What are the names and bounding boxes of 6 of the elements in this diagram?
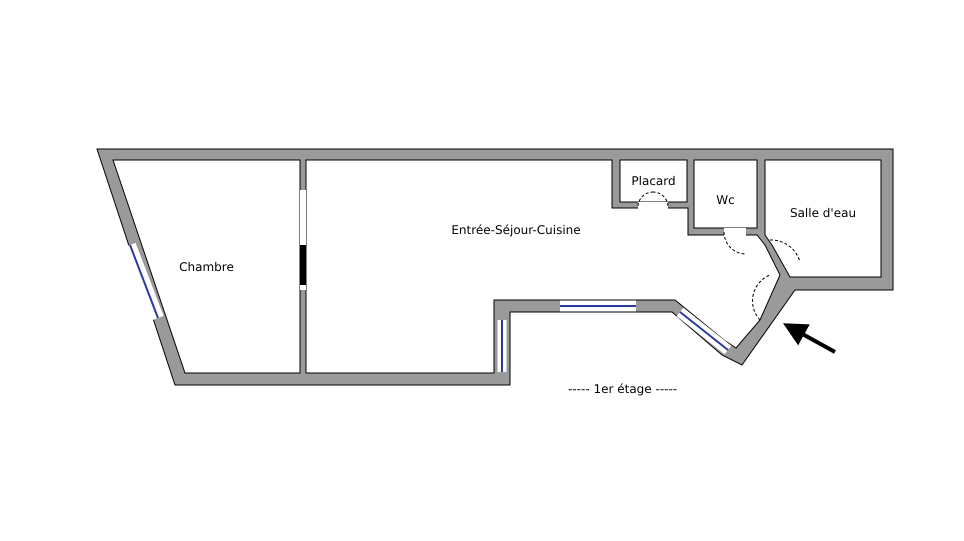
- room-name: Entrée-Séjour-Cuisine: [451, 223, 581, 237]
- floor-label: ----- 1er étage -----: [568, 382, 678, 396]
- room-name: Placard: [631, 174, 676, 188]
- room-name: Wc: [716, 193, 735, 207]
- room-name: Salle d'eau: [790, 206, 856, 220]
- room-name: Chambre: [179, 260, 234, 274]
